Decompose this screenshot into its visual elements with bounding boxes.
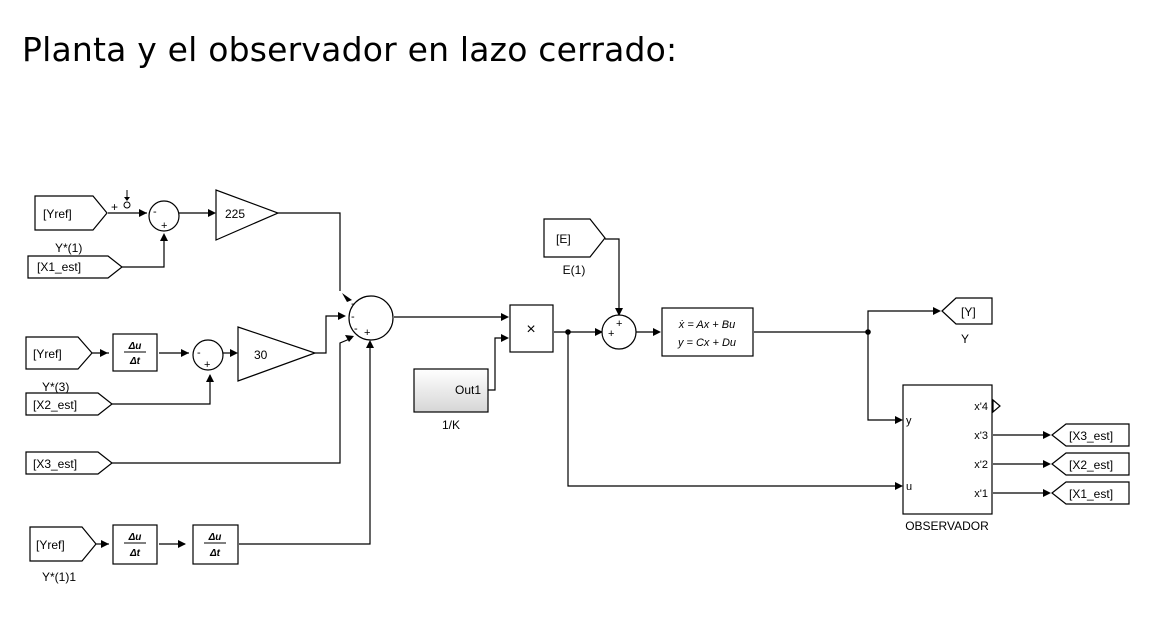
gain-225-value: 225	[225, 207, 245, 221]
sum1-minus: -	[153, 206, 157, 218]
constant-name: 1/K	[442, 418, 460, 432]
goto-x2-est[interactable]: [X2_est]	[1051, 452, 1130, 476]
deriv1-den: Δt	[129, 356, 141, 367]
from-x2-est-tag: [X2_est]	[33, 398, 77, 412]
gain-30[interactable]: 30	[237, 326, 317, 382]
derivative-block-2[interactable]: Δu Δt	[112, 524, 158, 565]
goto-y[interactable]: [Y] Y	[941, 297, 993, 346]
sumbig-plus: +	[364, 327, 370, 339]
observer-in-u: u	[906, 481, 912, 493]
derivative-block-1[interactable]: Δu Δt	[112, 333, 158, 372]
sum-1[interactable]: - +	[148, 200, 180, 232]
observer-name: OBSERVADOR	[905, 519, 989, 533]
sumbig-minus-1: -	[351, 298, 355, 310]
deriv3-num: Δu	[208, 532, 222, 543]
observer-in-y: y	[906, 415, 912, 427]
from-x1-est-tag: [X1_est]	[37, 260, 81, 274]
goto-y-tag: [Y]	[961, 305, 976, 319]
sum2-plus: +	[204, 359, 210, 371]
goto-x1-est-tag: [X1_est]	[1069, 487, 1113, 501]
from-x2-est[interactable]: [X2_est]	[25, 392, 113, 416]
goto-x1-est[interactable]: [X1_est]	[1051, 481, 1130, 505]
from-x3-est-tag: [X3_est]	[33, 457, 77, 471]
signal-wires	[92, 212, 1043, 545]
page-title: Planta y el observador en lazo cerrado:	[22, 30, 678, 69]
from-yref-11[interactable]: [Yref] Y*(1)1	[29, 526, 97, 584]
deriv2-num: Δu	[128, 532, 142, 543]
sum1-outer-plus: +	[111, 200, 118, 214]
constant-port-label: Out1	[455, 383, 481, 397]
branch-point	[865, 329, 871, 335]
sumbig-minus-2: -	[351, 311, 355, 323]
sumbig-minus-3: -	[354, 323, 358, 335]
sum2-minus: -	[197, 347, 201, 359]
deriv3-den: Δt	[209, 548, 221, 559]
state-space-block[interactable]: ẋ = Ax + Bu y = Cx + Du	[661, 307, 754, 357]
from-yref-1-name: Y*(1)	[55, 241, 82, 255]
product-block[interactable]: ×	[509, 304, 554, 353]
observer-out-1: x'1	[974, 488, 988, 500]
from-yref-1-tag: [Yref]	[43, 207, 72, 221]
product-symbol: ×	[526, 321, 535, 338]
from-yref-3[interactable]: [Yref] Y*(3)	[25, 336, 93, 394]
sum-2[interactable]: - +	[192, 339, 224, 371]
constant-1-over-k[interactable]: Out1 1/K	[413, 368, 489, 432]
observer-out-3: x'3	[974, 430, 988, 442]
from-yref-3-tag: [Yref]	[33, 347, 62, 361]
step-marker-icon	[123, 190, 131, 209]
goto-y-name: Y	[961, 332, 969, 346]
goto-x2-est-tag: [X2_est]	[1069, 458, 1113, 472]
derivative-block-3[interactable]: Δu Δt	[192, 524, 239, 565]
sum3-plus-top: +	[616, 318, 622, 330]
deriv2-den: Δt	[129, 548, 141, 559]
from-e[interactable]: [E] E(1)	[543, 218, 606, 277]
wire-arrowheads	[100, 209, 1051, 548]
from-e-name: E(1)	[563, 263, 586, 277]
sum1-plus: +	[161, 220, 167, 232]
from-e-tag: [E]	[556, 232, 571, 246]
goto-x3-est[interactable]: [X3_est]	[1051, 423, 1130, 447]
branch-point	[565, 329, 571, 335]
from-yref-1[interactable]: [Yref] Y*(1)	[34, 195, 108, 255]
gain-225[interactable]: 225	[215, 189, 280, 241]
open-port-icon	[992, 398, 1001, 414]
from-x3-est[interactable]: [X3_est]	[25, 451, 113, 475]
observer-out-2: x'2	[974, 459, 988, 471]
from-x1-est[interactable]: [X1_est]	[27, 255, 123, 279]
deriv1-num: Δu	[128, 341, 142, 352]
from-yref-11-name: Y*(1)1	[42, 570, 76, 584]
state-eq-2: y = Cx + Du	[677, 337, 736, 349]
sum3-plus-left: +	[608, 328, 614, 340]
gain-30-value: 30	[254, 348, 268, 362]
state-eq-1: ẋ = Ax + Bu	[678, 319, 735, 331]
sum-3[interactable]: + +	[601, 314, 637, 350]
from-yref-3-name: Y*(3)	[42, 380, 69, 394]
from-yref-11-tag: [Yref]	[36, 538, 65, 552]
sum-big[interactable]: - - - +	[348, 295, 394, 341]
observer-out-4: x'4	[974, 401, 988, 413]
observer-subsystem[interactable]: y u x'4 x'3 x'2 x'1 OBSERVADOR	[902, 384, 993, 533]
goto-x3-est-tag: [X3_est]	[1069, 429, 1113, 443]
